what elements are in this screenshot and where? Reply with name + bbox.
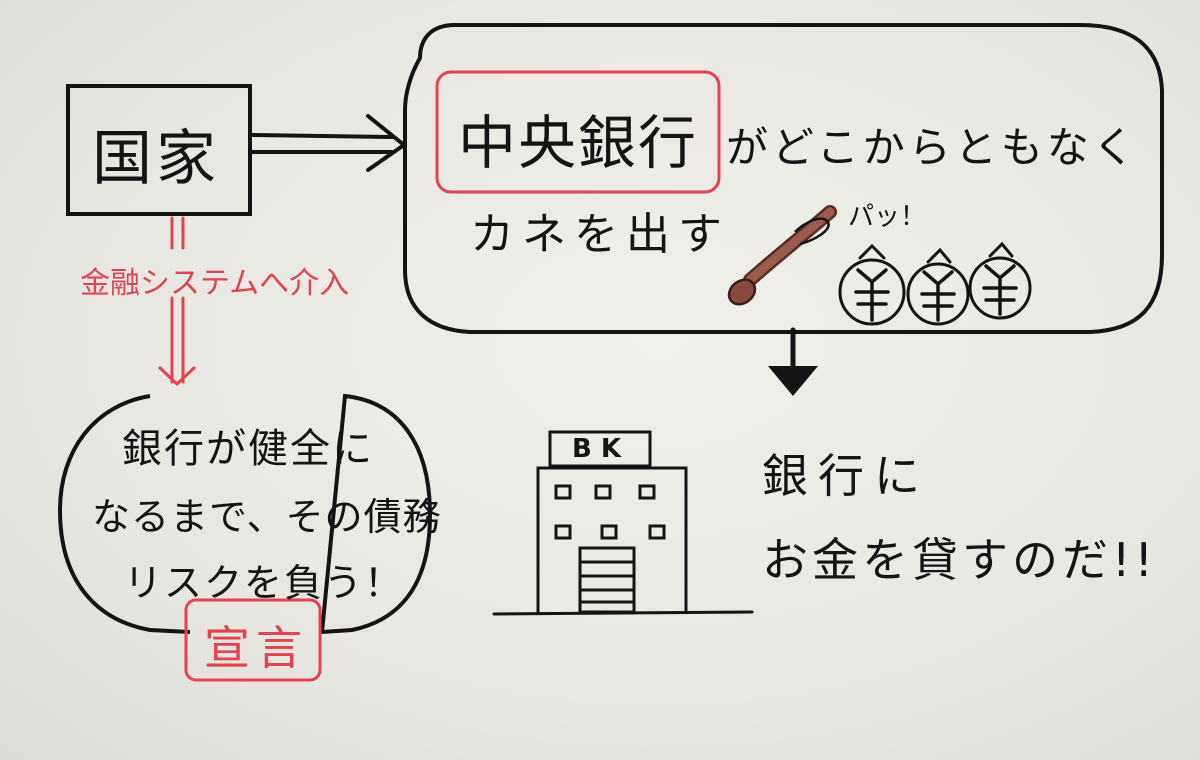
- declaration-label: 宣言: [204, 621, 308, 675]
- central-bank-bubble: [403, 23, 1164, 334]
- risk-line3: リスクを負う！: [124, 561, 405, 605]
- central-bank-line2: カネを出す: [470, 209, 730, 260]
- risk-bubble: [57, 393, 433, 635]
- spoon-icon: [727, 205, 837, 306]
- lend-line1: 銀行に: [762, 449, 930, 503]
- intervention-label: 金融システムへ介入: [80, 266, 350, 301]
- pop-label: パッ！: [848, 202, 927, 232]
- risk-line1: 銀行が健全に: [122, 426, 374, 472]
- central-bank-highlight: [435, 70, 721, 194]
- bank-building-icon: [492, 430, 754, 616]
- state-label: 国家: [92, 124, 220, 194]
- lend-line2: お金を貸すのだ!!: [762, 533, 1157, 587]
- state-box: [66, 84, 252, 216]
- central-bank-suffix: がどこからともなく: [726, 123, 1139, 172]
- risk-line2: なるまで、その債務: [92, 495, 442, 539]
- intervention-arrow: [158, 216, 196, 387]
- bank-sign: B K: [572, 434, 622, 464]
- money-bag-icon: [838, 241, 1032, 326]
- bubble-to-bank-arrow: [768, 327, 818, 396]
- state-to-bank-arrow: [250, 114, 408, 172]
- central-bank-label: 中央銀行: [458, 109, 699, 177]
- declaration-box: [184, 598, 322, 682]
